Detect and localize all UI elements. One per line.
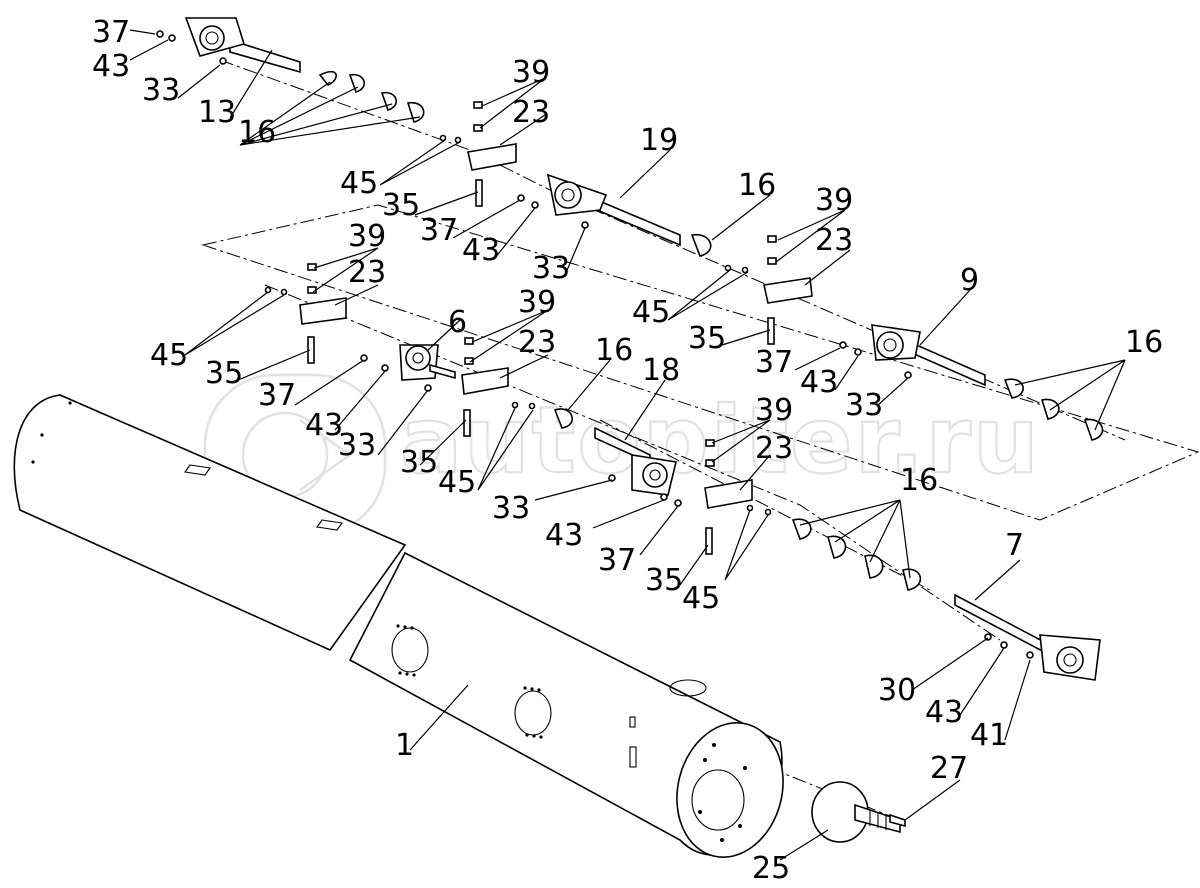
callout-33: 33 <box>492 491 530 526</box>
callout-35: 35 <box>205 356 243 391</box>
callout-1: 1 <box>395 728 414 763</box>
callout-39: 39 <box>518 285 556 320</box>
callout-33: 33 <box>338 428 376 463</box>
callout-33: 33 <box>845 388 883 423</box>
callout-43: 43 <box>800 365 838 400</box>
callout-35: 35 <box>645 563 683 598</box>
callout-30: 30 <box>878 673 916 708</box>
bolts-part-35 <box>307 179 775 555</box>
callout-45: 45 <box>340 166 378 201</box>
callout-41: 41 <box>970 718 1008 753</box>
callout-39: 39 <box>755 393 793 428</box>
callout-13: 13 <box>198 95 236 130</box>
callout-37: 37 <box>258 378 296 413</box>
leader-lines <box>129 29 1126 861</box>
callout-35: 35 <box>382 188 420 223</box>
callout-7: 7 <box>1005 528 1024 563</box>
shaft-part-9 <box>871 324 1104 441</box>
callout-23: 23 <box>348 255 386 290</box>
callout-23: 23 <box>518 325 556 360</box>
callout-39: 39 <box>815 183 853 218</box>
callout-45: 45 <box>150 338 188 373</box>
assembly-boundary <box>201 204 1200 521</box>
callout-23: 23 <box>815 223 853 258</box>
bearing-blocks-part-23 <box>299 143 813 509</box>
shaft-part-19 <box>546 173 712 257</box>
shaft-part-13 <box>184 17 425 123</box>
callout-45: 45 <box>632 295 670 330</box>
callout-39: 39 <box>512 55 550 90</box>
callout-39: 39 <box>348 219 386 254</box>
callout-37: 37 <box>92 15 130 50</box>
callout-43: 43 <box>545 518 583 553</box>
watermark: autopiter.ru <box>203 373 1041 537</box>
callout-16: 16 <box>595 333 633 368</box>
callout-45: 45 <box>438 465 476 500</box>
callout-labels: 37 43 33 13 16 39 23 45 35 37 43 33 19 1… <box>92 15 1163 886</box>
shaft-part-7 <box>791 518 1101 681</box>
shaft-part-18 <box>553 408 677 496</box>
callout-16: 16 <box>738 168 776 203</box>
callout-6: 6 <box>448 305 467 340</box>
callout-43: 43 <box>305 408 343 443</box>
callout-37: 37 <box>420 213 458 248</box>
watermark-text: autopiter.ru <box>400 387 1041 494</box>
callout-45: 45 <box>682 581 720 616</box>
callout-43: 43 <box>925 695 963 730</box>
fasteners <box>156 30 1034 659</box>
callout-33: 33 <box>142 73 180 108</box>
stub-shaft-part-25 <box>811 781 906 843</box>
callout-35: 35 <box>400 445 438 480</box>
drum-part-1 <box>13 394 784 858</box>
callout-27: 27 <box>930 751 968 786</box>
callout-19: 19 <box>640 123 678 158</box>
shaft-part-6 <box>399 344 456 381</box>
callout-35: 35 <box>688 321 726 356</box>
callout-23: 23 <box>755 431 793 466</box>
callout-9: 9 <box>960 263 979 298</box>
callout-37: 37 <box>598 543 636 578</box>
callout-16: 16 <box>238 115 276 150</box>
callout-37: 37 <box>755 345 793 380</box>
callout-33: 33 <box>532 251 570 286</box>
callout-43: 43 <box>462 233 500 268</box>
callout-23: 23 <box>512 95 550 130</box>
callout-43: 43 <box>92 49 130 84</box>
callout-25: 25 <box>752 851 790 886</box>
callout-16: 16 <box>1125 325 1163 360</box>
callout-18: 18 <box>642 353 680 388</box>
callout-16: 16 <box>900 463 938 498</box>
